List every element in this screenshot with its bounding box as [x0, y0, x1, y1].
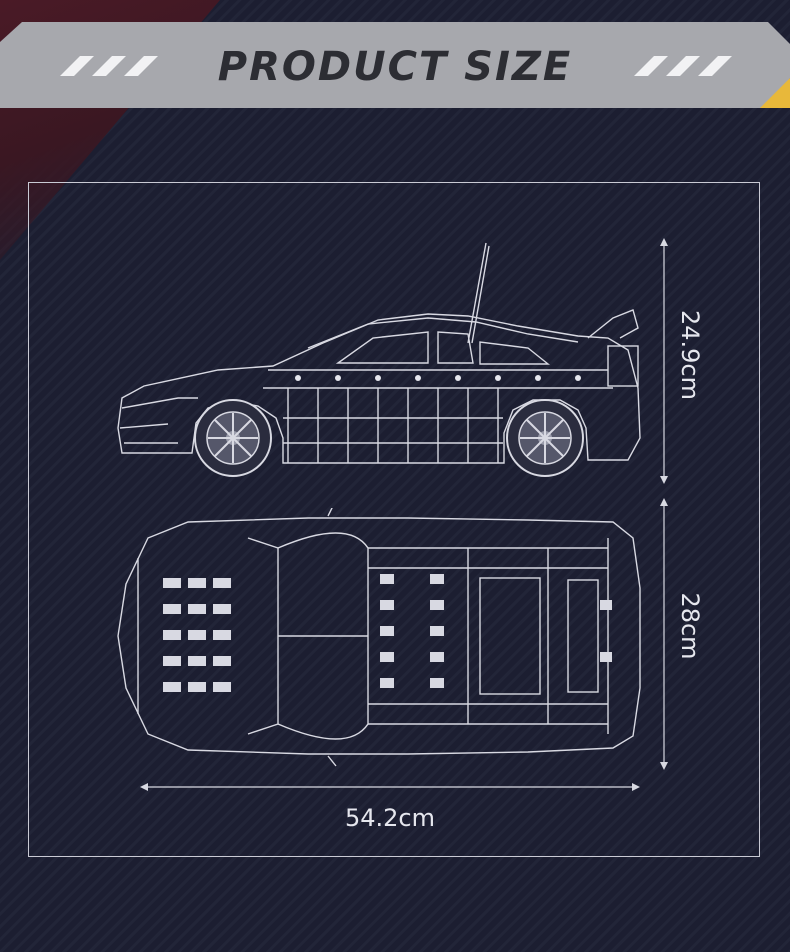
diagram-frame — [28, 182, 760, 857]
length-dimension-line — [140, 783, 640, 791]
length-label: 54.2cm — [344, 804, 435, 832]
right-stripes-icon — [634, 56, 732, 76]
width-dimension-line — [660, 498, 668, 770]
car-side-view — [117, 242, 641, 477]
width-label: 28cm — [676, 592, 704, 660]
height-dimension-line — [660, 238, 668, 484]
car-top-view — [117, 508, 641, 767]
page-title: PRODUCT SIZE — [217, 44, 573, 90]
title-banner: PRODUCT SIZE — [0, 22, 790, 112]
left-stripes-icon — [60, 56, 158, 76]
front-wheel-icon — [194, 399, 272, 477]
rear-wheel-icon — [506, 399, 584, 477]
banner-shape — [0, 22, 790, 108]
height-label: 24.9cm — [676, 309, 704, 400]
